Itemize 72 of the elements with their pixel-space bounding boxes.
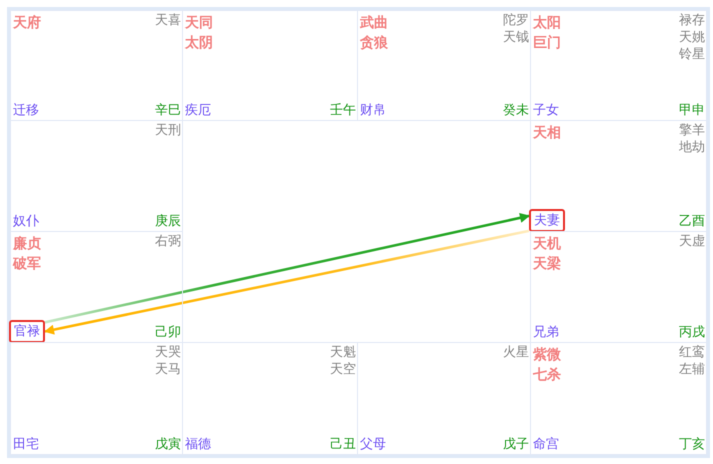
stem-branch-label: 己丑 <box>330 436 356 453</box>
palace-label: 夫妻 <box>534 212 560 229</box>
main-star-label: 紫微 <box>533 346 561 365</box>
arrow <box>44 230 530 335</box>
palace-cell <box>10 342 183 455</box>
palace-cell <box>357 10 531 121</box>
minor-star-label: 天喜 <box>155 12 181 29</box>
minor-star-label: 天马 <box>155 361 181 378</box>
palace-cell <box>182 342 358 455</box>
palace-cell <box>530 231 707 343</box>
main-star-label: 贪狼 <box>360 34 388 53</box>
stem-branch-label: 甲申 <box>679 102 705 119</box>
minor-star-label: 天钺 <box>503 29 529 46</box>
main-star-label: 巨门 <box>533 34 561 53</box>
palace-cell <box>10 10 183 121</box>
stem-branch-label: 壬午 <box>330 102 356 119</box>
minor-star-label: 天姚 <box>679 29 705 46</box>
palace-cell <box>357 342 531 455</box>
palace-cell <box>530 342 707 455</box>
main-star-label: 天同 <box>185 14 213 33</box>
palace-label: 父母 <box>360 436 386 453</box>
palace-label: 财帛 <box>360 102 386 119</box>
main-star-label: 天梁 <box>533 254 561 274</box>
palace-cell <box>182 10 358 121</box>
minor-star-label: 天哭 <box>155 344 181 361</box>
minor-star-label: 天魁 <box>330 344 356 361</box>
main-star-label: 廉贞 <box>13 234 41 254</box>
palace-label: 奴仆 <box>13 213 39 230</box>
stem-branch-label: 庚辰 <box>155 213 181 230</box>
minor-star-label: 地劫 <box>679 139 705 156</box>
palace-cell <box>530 120 707 232</box>
minor-star-label: 天空 <box>330 361 356 378</box>
main-star-label: 七杀 <box>533 366 561 385</box>
main-star-label: 太阴 <box>185 34 213 53</box>
minor-star-label: 陀罗 <box>503 12 529 29</box>
palace-cell <box>10 120 183 232</box>
palace-label: 疾厄 <box>185 102 211 119</box>
minor-star-label: 铃星 <box>679 46 705 63</box>
stem-branch-label: 丙戌 <box>679 324 705 341</box>
main-star-label: 武曲 <box>360 14 388 33</box>
minor-star-label: 左辅 <box>679 361 705 378</box>
palace-label: 迁移 <box>13 102 39 119</box>
minor-star-label: 擎羊 <box>679 122 705 139</box>
palace-cell <box>10 231 183 343</box>
highlight-frame <box>9 320 45 343</box>
arrow <box>44 212 530 324</box>
minor-star-label: 禄存 <box>679 12 705 29</box>
palace-label: 命宫 <box>533 436 559 453</box>
palace-label: 官禄 <box>14 323 40 340</box>
stem-branch-label: 丁亥 <box>679 436 705 453</box>
main-star-label: 天相 <box>533 124 561 143</box>
main-star-label: 天府 <box>13 14 41 33</box>
main-star-label: 太阳 <box>533 14 561 33</box>
stem-branch-label: 癸未 <box>503 102 529 119</box>
stem-branch-label: 戊寅 <box>155 436 181 453</box>
highlight-frame <box>529 209 565 232</box>
minor-star-label: 火星 <box>503 344 529 361</box>
stem-branch-label: 戊子 <box>503 436 529 453</box>
minor-star-label: 红鸾 <box>679 344 705 361</box>
main-star-label: 破军 <box>13 255 41 274</box>
palace-label: 子女 <box>533 102 559 119</box>
minor-star-label: 右弼 <box>155 233 181 250</box>
palace-cell <box>530 10 707 121</box>
stem-branch-label: 乙酉 <box>679 213 705 230</box>
palace-label: 兄弟 <box>533 324 559 341</box>
palace-label: 田宅 <box>13 436 39 453</box>
stem-branch-label: 辛巳 <box>155 102 181 119</box>
palace-label: 福德 <box>185 436 211 453</box>
minor-star-label: 天刑 <box>155 122 181 139</box>
minor-star-label: 天虚 <box>679 233 705 250</box>
main-star-label: 天机 <box>533 235 561 254</box>
stem-branch-label: 己卯 <box>155 324 181 341</box>
